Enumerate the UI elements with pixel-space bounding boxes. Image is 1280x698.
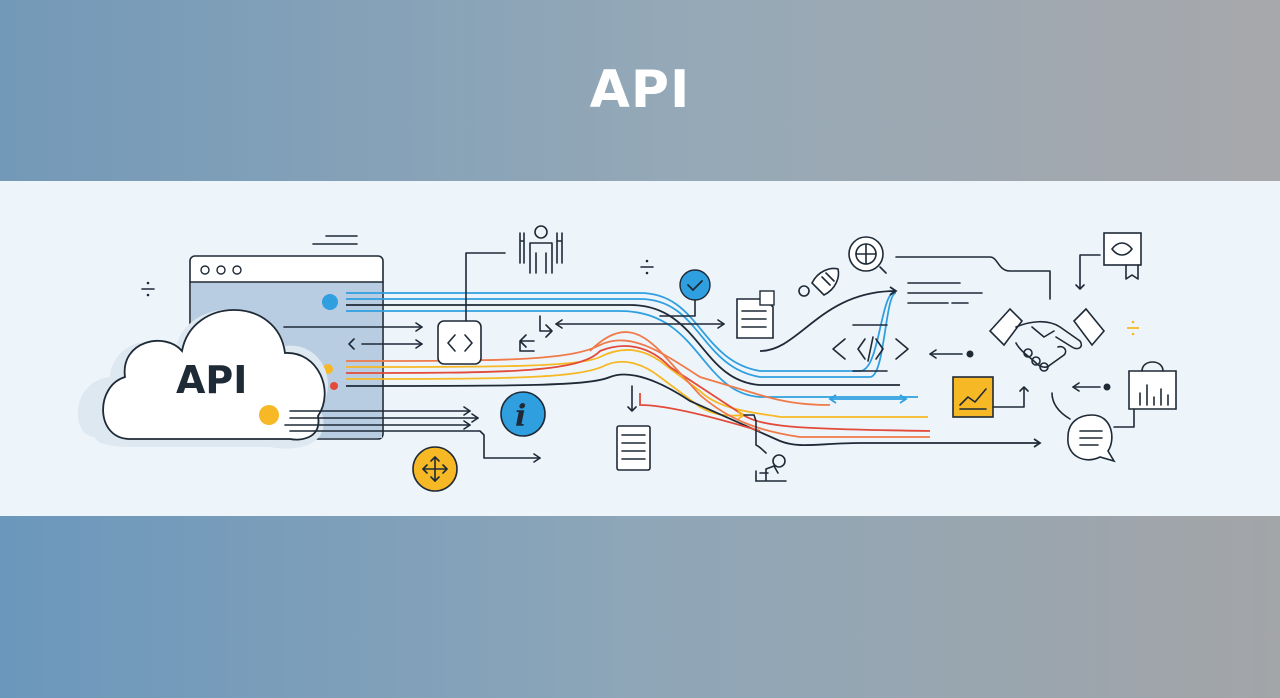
list-document-icon [616,385,651,471]
users-icon [519,225,563,274]
move-arrows-icon [412,446,458,492]
divide-icon [141,281,155,297]
person-search-icon [743,414,787,482]
text-lines-icon [907,282,983,304]
divide-icon [640,259,654,275]
header-band [0,0,1280,181]
rocket-icon [798,267,840,297]
certificate-icon [1075,232,1142,290]
code-tag-icon [832,324,909,372]
chart-icon [952,376,1029,418]
checkmark-icon [659,269,711,317]
browser-connector-lines [283,322,541,463]
info-icon: i [500,391,546,437]
swap-arrows-icon [519,315,725,352]
cloud-icon: API [77,309,328,449]
arrow-left-icon [929,349,974,359]
svg-text:i: i [515,399,526,434]
divide-icon [1127,320,1139,336]
shopping-bag-icon [1072,361,1177,410]
document-icon [736,290,775,339]
page-title: API [589,60,691,120]
magnify-icon [848,236,1051,300]
chat-bubble-icon [1051,392,1135,463]
illustration-panel: API [0,181,1280,516]
handshake-icon [988,307,1106,372]
footer-band [0,516,1280,698]
data-streams [345,286,1042,448]
api-illustration: API [77,225,1177,492]
code-brackets-icon [437,252,506,365]
cloud-label: API [176,358,247,402]
